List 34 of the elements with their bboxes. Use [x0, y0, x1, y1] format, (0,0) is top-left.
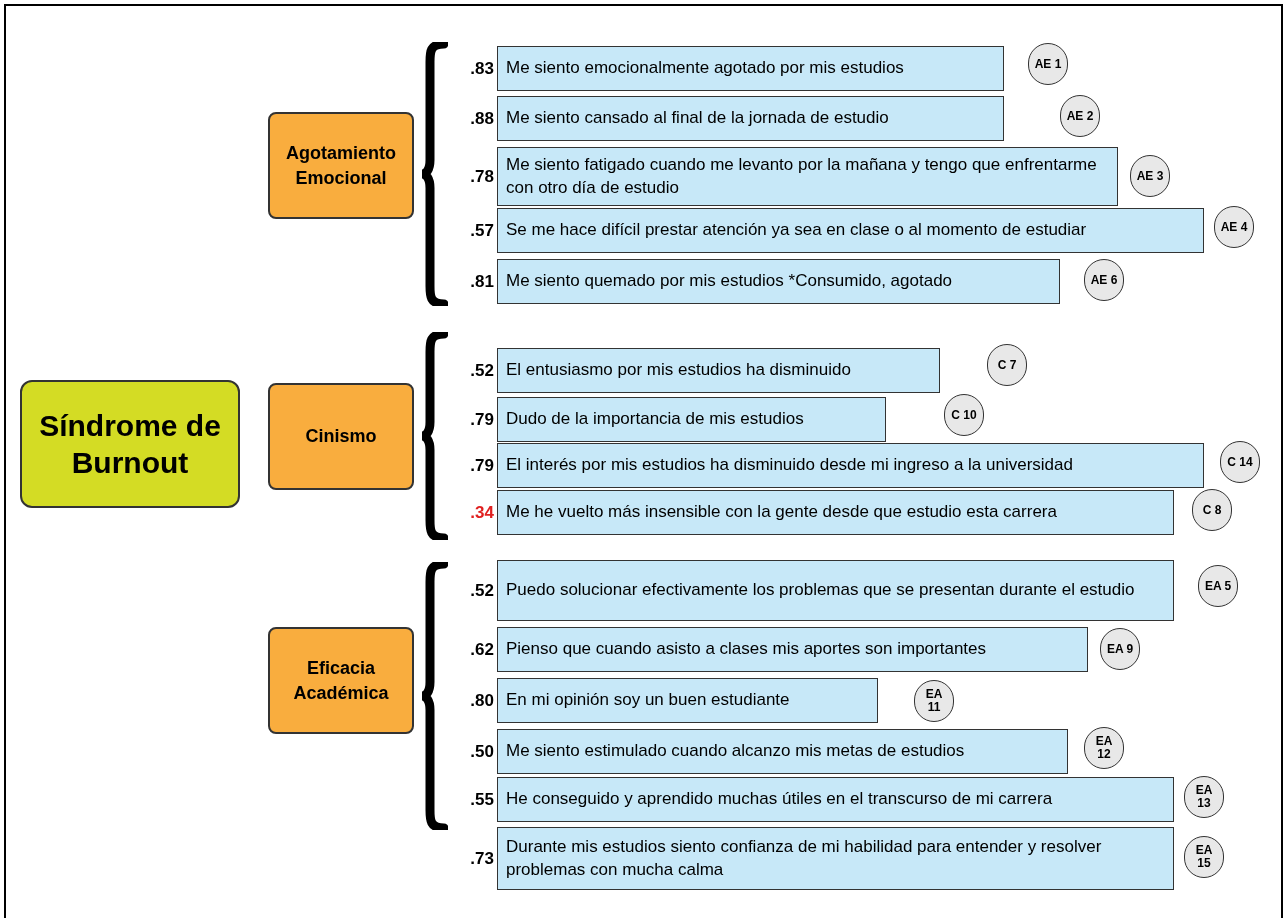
- loading-value: .80: [469, 689, 494, 712]
- item-box: El entusiasmo por mis estudios ha disminuido: [497, 348, 940, 393]
- loading-value: .57: [469, 219, 494, 242]
- loading-value: .55: [469, 788, 494, 811]
- item-box: Me siento emocionalmente agotado por mis estudios: [497, 46, 1004, 91]
- item-box: Me siento fatigado cuando me levanto por la mañana y tengo que enfrentarme con otro día de estudio: [497, 147, 1118, 206]
- item-box: Puedo solucionar efectivamente los problemas que se presentan durante el estudio: [497, 560, 1174, 621]
- loading-value: .79: [469, 408, 494, 431]
- loading-value: .88: [469, 107, 494, 130]
- loading-value: .34: [469, 501, 494, 524]
- item-box: Durante mis estudios siento confianza de mi habilidad para entender y resolver problemas con mucha calma: [497, 827, 1174, 890]
- root-box: Síndrome de Burnout: [20, 380, 240, 508]
- loading-value: .78: [469, 165, 494, 188]
- item-box: Me siento quemado por mis estudios *Consumido, agotado: [497, 259, 1060, 304]
- factor-box: Eficacia Académica: [268, 627, 414, 734]
- loading-value: .83: [469, 57, 494, 80]
- loading-value: .79: [469, 454, 494, 477]
- item-box: Dudo de la importancia de mis estudios: [497, 397, 886, 442]
- loading-value: .52: [469, 579, 494, 602]
- item-box: Me siento estimulado cuando alcanzo mis metas de estudios: [497, 729, 1068, 774]
- loading-value: .50: [469, 740, 494, 763]
- loading-value: .62: [469, 638, 494, 661]
- item-box: Se me hace difícil prestar atención ya sea en clase o al momento de estudiar: [497, 208, 1204, 253]
- item-box: El interés por mis estudios ha disminuido desde mi ingreso a la universidad: [497, 443, 1204, 488]
- item-box: En mi opinión soy un buen estudiante: [497, 678, 878, 723]
- item-box: He conseguido y aprendido muchas útiles en el transcurso de mi carrera: [497, 777, 1174, 822]
- loading-value: .81: [469, 270, 494, 293]
- loading-value: .52: [469, 359, 494, 382]
- item-box: Me he vuelto más insensible con la gente desde que estudio esta carrera: [497, 490, 1174, 535]
- factor-box: Agotamiento Emocional: [268, 112, 414, 219]
- item-box: Me siento cansado al final de la jornada de estudio: [497, 96, 1004, 141]
- loading-value: .73: [469, 847, 494, 870]
- factor-box: Cinismo: [268, 383, 414, 490]
- item-box: Pienso que cuando asisto a clases mis aportes son importantes: [497, 627, 1088, 672]
